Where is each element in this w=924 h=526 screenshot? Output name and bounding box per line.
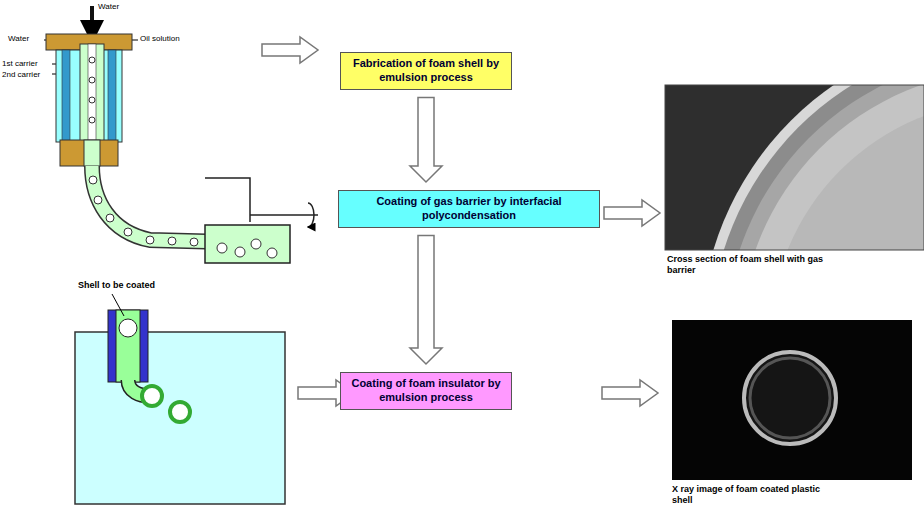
process-box: Fabrication of foam shell by emulsion pr… bbox=[340, 52, 512, 90]
emulsion-device bbox=[44, 6, 225, 246]
process-text: Fabrication of foam shell by emulsion pr… bbox=[347, 57, 505, 85]
rotating-container bbox=[205, 178, 318, 263]
annotation-label: Shell to be coated bbox=[78, 280, 198, 291]
hollow-arrow bbox=[262, 37, 660, 406]
process-box: Coating of foam insulator by emulsion pr… bbox=[340, 372, 512, 410]
sem-photo bbox=[665, 85, 924, 250]
coating-bath bbox=[75, 294, 285, 504]
hollow-arrow-connector bbox=[410, 236, 442, 365]
annotation-label: Cross section of foam shell with gas bar… bbox=[667, 254, 827, 276]
annotation-label: Oil solution bbox=[140, 34, 200, 44]
annotation-label: 2nd carrier bbox=[2, 70, 52, 80]
process-text: Coating of foam insulator by emulsion pr… bbox=[347, 377, 505, 405]
xray-photo bbox=[672, 320, 912, 480]
annotation-label: Water bbox=[8, 34, 44, 44]
hollow-arrow-connector bbox=[410, 98, 442, 183]
annotation-label: Water bbox=[98, 2, 138, 12]
process-text: Coating of gas barrier by interfacial po… bbox=[345, 195, 593, 223]
process-box: Coating of gas barrier by interfacial po… bbox=[338, 190, 600, 228]
annotation-label: X ray image of foam coated plastic shell bbox=[672, 484, 822, 506]
annotation-label: 1st carrier bbox=[2, 59, 52, 69]
